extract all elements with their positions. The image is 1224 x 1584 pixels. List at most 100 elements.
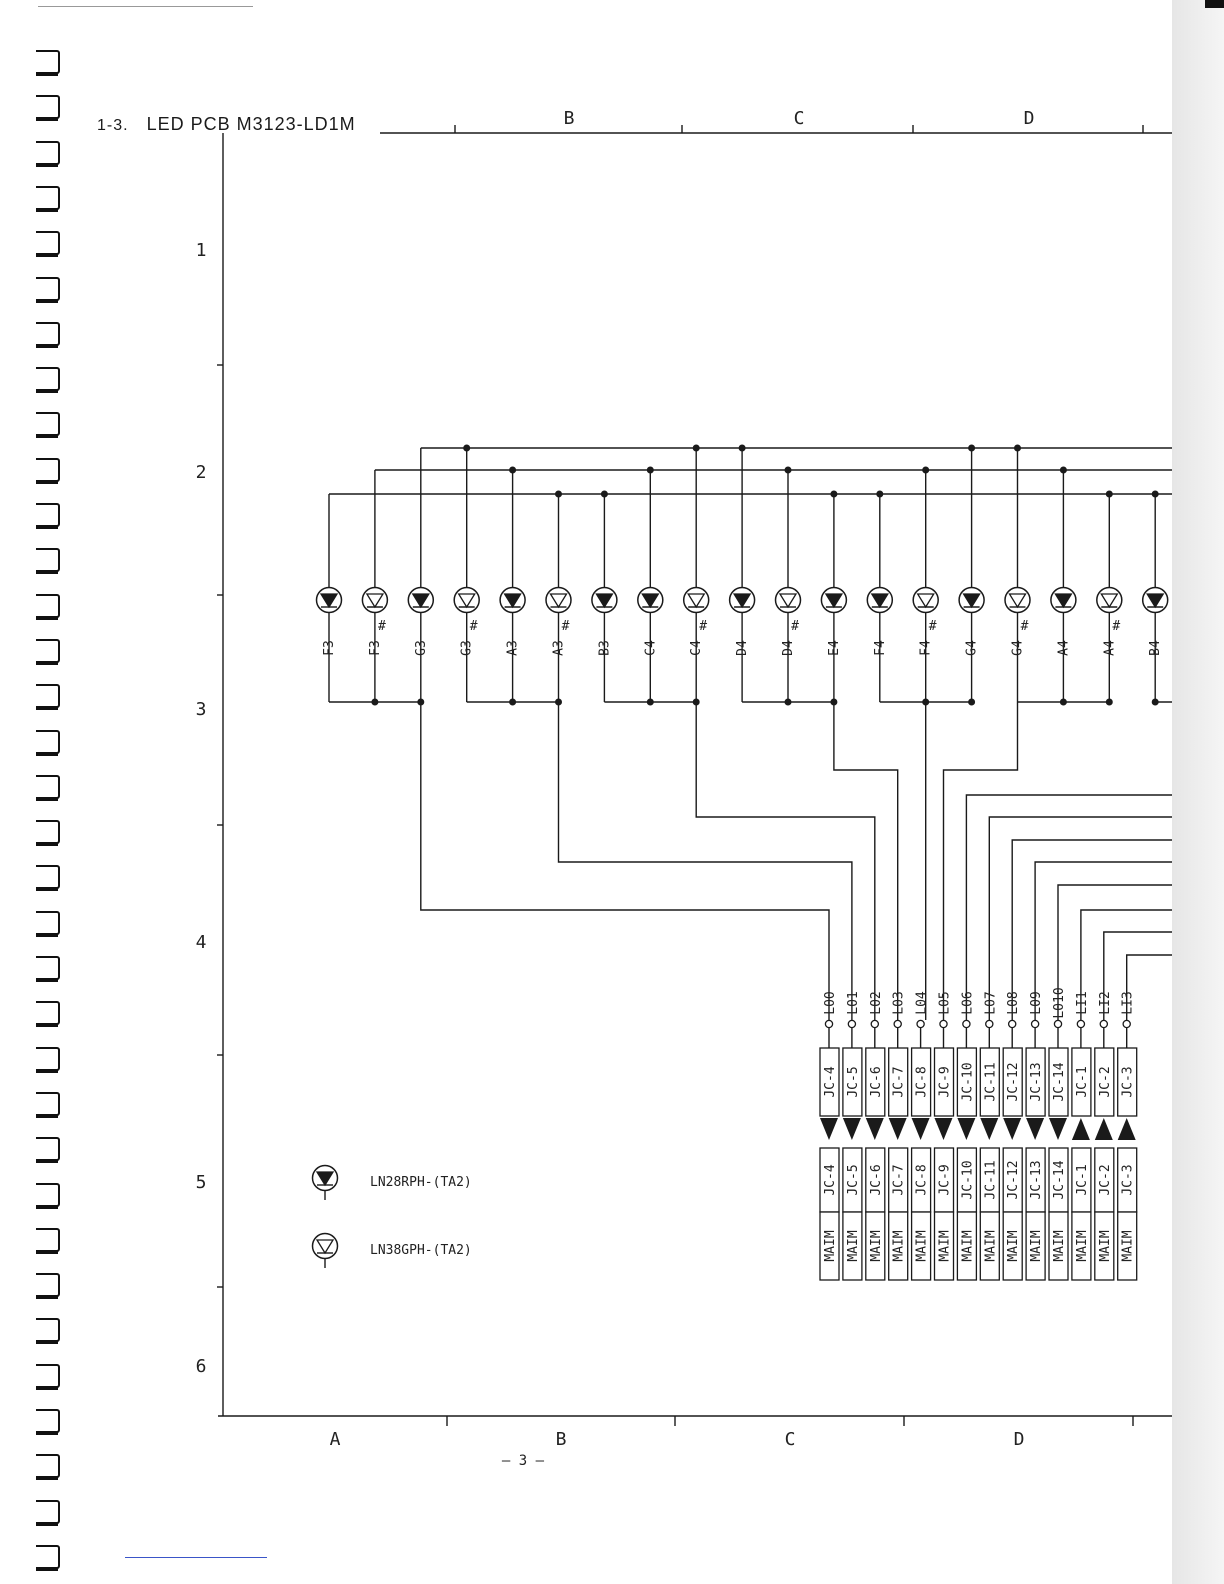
- junction-dot: [784, 466, 792, 474]
- main-box: [1117, 1211, 1138, 1281]
- junction-dot: [509, 698, 517, 706]
- jc-box-upper: [842, 1047, 863, 1117]
- column-label-top: D: [1024, 108, 1035, 129]
- junction-dot: [1105, 490, 1113, 498]
- junction-dot: [738, 444, 746, 452]
- main-label: MAIM: [1075, 1230, 1090, 1261]
- led-label: G4: [1011, 640, 1026, 656]
- binding-ring: [36, 865, 60, 892]
- green-led: F4#: [912, 466, 939, 702]
- binding-ring: [36, 95, 60, 122]
- junction-dot: [1151, 490, 1159, 498]
- led-label: F3: [368, 640, 383, 656]
- binding-ring: [36, 185, 60, 212]
- schematic-frame: [217, 125, 1172, 1426]
- led-triangle: [824, 593, 844, 609]
- bottom-rule: [125, 1557, 267, 1558]
- jc-box-upper: [933, 1047, 955, 1117]
- main-box: [979, 1211, 1000, 1281]
- binding-ring: [36, 503, 60, 529]
- sharp-mark: #: [378, 619, 386, 634]
- jc-label: JC-5: [846, 1164, 861, 1195]
- junction-dot: [555, 490, 562, 498]
- row-label: 4: [196, 932, 207, 953]
- jc-box-upper: [1025, 1047, 1046, 1117]
- jc-label: JC-10: [960, 1062, 975, 1101]
- terminal: [847, 1019, 857, 1029]
- arrow-down: [1003, 1118, 1022, 1140]
- led-triangle: [778, 593, 798, 609]
- signal-label: L06: [960, 991, 975, 1014]
- junction-dot: [646, 466, 654, 474]
- terminal: [916, 1019, 925, 1029]
- led-triangle: [411, 593, 430, 609]
- signal-label: LI3: [1121, 991, 1136, 1014]
- arrow-down: [957, 1118, 976, 1140]
- binding-ring: [36, 140, 60, 167]
- sharp-mark: #: [929, 619, 937, 634]
- led-triangle: [319, 593, 339, 609]
- signal-label: L04: [915, 991, 930, 1015]
- main-box: [842, 1211, 863, 1281]
- binding-ring: [36, 1499, 60, 1526]
- led-label: B3: [597, 640, 612, 656]
- main-box: [933, 1211, 955, 1281]
- page-edge-shadow: [1172, 0, 1224, 1584]
- led-triangle: [457, 593, 476, 609]
- main-label: MAIM: [1052, 1230, 1067, 1261]
- led-triangle: [365, 593, 385, 609]
- main-label: MAIM: [960, 1230, 975, 1261]
- legend-red-led-icon: [311, 1164, 339, 1200]
- led-label: B4: [1148, 640, 1163, 656]
- signal-label: L09: [1029, 991, 1044, 1014]
- sharp-mark: #: [470, 619, 478, 634]
- led-triangle: [503, 593, 522, 609]
- wire-L02: [695, 702, 876, 1020]
- legend-red-part: LN28RPH-(TA2): [370, 1175, 472, 1190]
- junction-dot: [646, 698, 654, 706]
- jc-label: JC-7: [892, 1164, 907, 1195]
- main-label: MAIM: [938, 1230, 953, 1261]
- red-led: E4: [820, 490, 848, 702]
- jc-label: JC-9: [938, 1066, 953, 1097]
- column-label-top: C: [794, 108, 805, 129]
- signal-label: L03: [892, 991, 907, 1014]
- junction-dot: [371, 698, 379, 706]
- wire-L00: [420, 702, 830, 1020]
- main-box: [1094, 1211, 1115, 1281]
- column-label-bottom: D: [1014, 1429, 1025, 1450]
- signal-routing: [329, 698, 1172, 1020]
- binding-ring: [36, 1046, 60, 1073]
- binding-ring: [36, 820, 60, 847]
- terminal: [824, 1019, 834, 1029]
- red-led: D4: [728, 444, 756, 702]
- jc-box-upper: [888, 1047, 909, 1117]
- signal-label: L05: [938, 991, 953, 1014]
- junction-dot: [1059, 466, 1067, 474]
- sharp-mark: #: [791, 619, 799, 634]
- led-triangle: [1008, 593, 1027, 609]
- main-box: [1002, 1211, 1023, 1281]
- main-box: [1025, 1211, 1046, 1281]
- red-led: A3: [499, 466, 526, 702]
- wire-L08: [1011, 839, 1172, 1020]
- led-label: A4: [1102, 640, 1117, 656]
- signal-label: LI2: [1098, 991, 1113, 1014]
- jc-box-upper: [865, 1047, 886, 1117]
- jc-box-upper: [1117, 1047, 1138, 1117]
- bus-lines: [329, 447, 1172, 495]
- arrow-down: [820, 1118, 838, 1140]
- sharp-mark: #: [562, 619, 570, 634]
- led-triangle: [732, 593, 752, 609]
- jc-label: JC-1: [1075, 1164, 1090, 1195]
- arrow-up: [1117, 1118, 1136, 1140]
- jc-label: JC-11: [983, 1160, 998, 1199]
